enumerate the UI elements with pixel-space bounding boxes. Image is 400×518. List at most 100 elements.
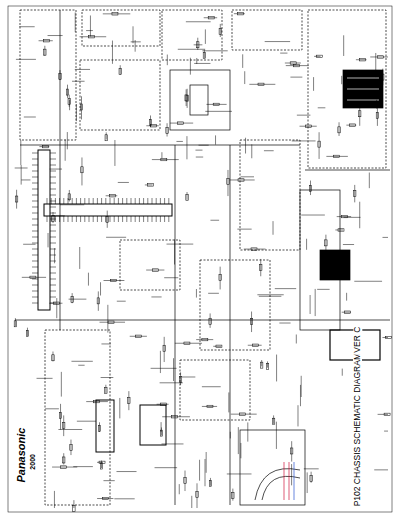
wire	[131, 198, 132, 204]
wire	[50, 279, 56, 280]
wire	[32, 213, 38, 214]
wire	[20, 140, 21, 165]
resistor-symbol	[171, 416, 177, 418]
wire	[202, 50, 227, 51]
wire	[152, 159, 179, 160]
resistor-symbol	[149, 119, 151, 125]
wire	[72, 198, 73, 204]
wire	[251, 312, 252, 333]
wire	[359, 202, 360, 229]
wire	[59, 70, 60, 80]
resistor-symbol	[119, 68, 121, 74]
wire	[354, 281, 382, 282]
wire	[197, 38, 198, 50]
wire	[72, 81, 85, 82]
resistor-symbol	[99, 461, 105, 463]
wire	[143, 216, 144, 222]
wire	[60, 204, 84, 205]
wire	[97, 216, 98, 222]
resistor-symbol	[161, 403, 167, 405]
resistor-symbol	[232, 493, 234, 499]
wire	[63, 198, 64, 204]
wire	[259, 296, 282, 297]
resistor-symbol	[73, 506, 75, 512]
wire	[315, 289, 316, 316]
resistor-symbol	[325, 240, 327, 246]
resistor-symbol	[52, 355, 54, 361]
wire	[73, 500, 74, 508]
wire	[90, 15, 91, 36]
wire	[204, 17, 217, 18]
wire	[52, 467, 77, 468]
wire	[32, 243, 38, 244]
wire	[202, 386, 221, 387]
wire	[48, 35, 63, 36]
wire	[378, 414, 388, 415]
wire	[55, 216, 56, 222]
resistor-symbol	[196, 492, 198, 498]
wire	[81, 96, 82, 119]
resistor-symbol	[359, 111, 361, 117]
wire	[75, 12, 76, 32]
wire	[296, 334, 297, 343]
wire	[199, 460, 200, 481]
wire	[276, 422, 277, 449]
wire	[162, 416, 190, 417]
resistor-symbol	[238, 179, 244, 181]
wire	[167, 123, 168, 136]
wire	[290, 77, 302, 78]
wire	[16, 59, 36, 60]
wire	[157, 404, 169, 405]
resistor-symbol	[184, 342, 190, 344]
wire	[161, 152, 162, 158]
resistor-symbol	[63, 457, 65, 463]
wire	[160, 216, 161, 222]
wire	[375, 53, 376, 77]
wire	[280, 53, 287, 54]
wire	[133, 26, 134, 43]
wire	[21, 179, 30, 180]
wire	[32, 267, 38, 268]
wire	[103, 13, 131, 14]
resistor-symbol	[238, 13, 244, 15]
wire	[32, 219, 38, 220]
wire	[311, 472, 312, 483]
resistor-symbol	[81, 167, 83, 173]
wire	[210, 313, 211, 327]
resistor-symbol	[209, 481, 211, 487]
wire	[234, 13, 245, 14]
resistor-symbol	[266, 363, 268, 369]
resistor-symbol	[386, 336, 392, 338]
wire	[285, 63, 301, 64]
wire	[32, 159, 38, 160]
wire	[314, 56, 320, 57]
resistor-symbol	[66, 89, 68, 95]
resistor-symbol	[376, 112, 378, 118]
wire	[114, 198, 115, 204]
resistor-symbol	[310, 475, 312, 481]
wire	[116, 471, 136, 472]
wire	[164, 216, 165, 222]
wire	[80, 216, 81, 222]
wire	[180, 372, 181, 385]
wire	[103, 480, 114, 481]
wire	[301, 376, 302, 397]
resistor-symbol	[316, 55, 322, 57]
wire	[173, 358, 174, 381]
wire	[300, 126, 317, 127]
wire	[377, 106, 378, 126]
wire	[67, 85, 68, 98]
resistor-symbol	[43, 40, 49, 42]
wire	[44, 46, 45, 56]
wire	[178, 49, 205, 50]
resistor-symbol	[382, 74, 384, 80]
wire	[32, 225, 38, 226]
wire	[199, 145, 209, 146]
wire	[63, 216, 64, 222]
wire	[319, 132, 320, 159]
resistor-symbol	[163, 345, 165, 351]
wire	[50, 237, 56, 238]
wire	[213, 346, 221, 347]
wire	[32, 171, 38, 172]
wire	[50, 213, 56, 214]
